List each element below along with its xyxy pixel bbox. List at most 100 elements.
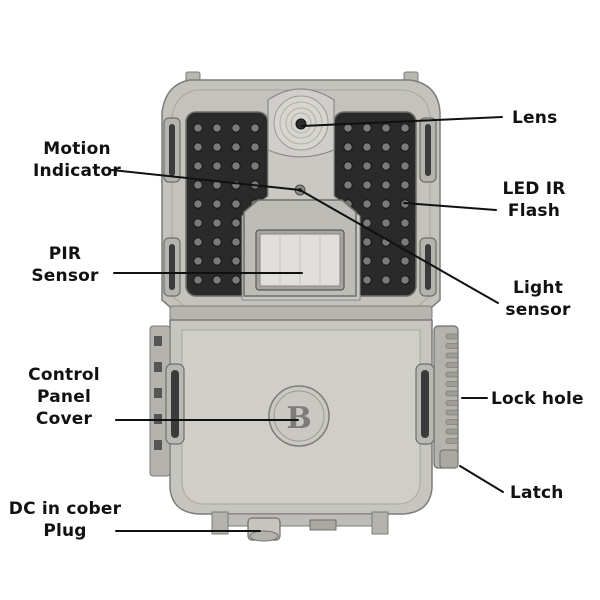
ir-led [381, 123, 391, 133]
latch-ridge [445, 371, 459, 378]
side-clip-mid-right-slot [425, 244, 431, 290]
ir-led [343, 161, 353, 171]
led-array-left [193, 123, 260, 285]
label-light-sensor: Light sensor [486, 277, 590, 321]
label-pir-sensor: PIR Sensor [22, 243, 108, 287]
side-clip-upper-left-slot [169, 124, 175, 176]
bottom-foot-right [371, 511, 389, 535]
svg-text:B: B [286, 401, 311, 436]
ir-led [250, 142, 260, 152]
leader-led-ir-flash [403, 202, 497, 211]
latch-ridge [445, 400, 459, 406]
latch-ridge [445, 390, 459, 397]
led-array-right [343, 123, 410, 285]
lens-ring-2 [279, 101, 323, 145]
label-motion-indicator: Motion Indicator [12, 138, 142, 182]
dc-plug [249, 530, 279, 542]
ir-led [250, 161, 260, 171]
latch-ridge [445, 352, 459, 359]
ir-led [231, 218, 241, 228]
label-motion-line2: Indicator [33, 161, 121, 181]
ir-led [193, 180, 203, 190]
ir-led [193, 142, 203, 152]
ir-led [343, 180, 353, 190]
label-latch: Latch [510, 482, 564, 504]
ir-led [362, 161, 372, 171]
label-lock-hole: Lock hole [491, 388, 584, 410]
ir-led [400, 237, 410, 247]
trail-camera: B [149, 71, 459, 542]
bottom-mount [211, 511, 389, 542]
latch-ridges [445, 333, 459, 444]
label-lens-text: Lens [512, 108, 558, 128]
leader-light-sensor [299, 189, 499, 304]
label-led-ir-flash: LED IR Flash [484, 178, 584, 222]
ir-led [362, 180, 372, 190]
latch-ridge [445, 381, 459, 387]
leader-lines [111, 116, 504, 532]
ir-led [362, 142, 372, 152]
label-dc-line2: Plug [43, 521, 87, 541]
ir-led [362, 256, 372, 266]
label-control-panel-cover: Control Panel Cover [18, 364, 110, 430]
leader-latch [459, 465, 504, 493]
ir-led [212, 275, 222, 285]
ir-led [400, 142, 410, 152]
leader-motion-indicator [111, 169, 301, 191]
latch [439, 449, 459, 469]
bushnell-b-logo-icon: B [268, 385, 330, 447]
ir-led [212, 161, 222, 171]
label-latch-text: Latch [510, 483, 564, 503]
ir-led [212, 199, 222, 209]
ir-led [231, 123, 241, 133]
ir-led [212, 218, 222, 228]
label-light-line1: Light [512, 278, 564, 298]
lock-hole [421, 370, 429, 438]
latch-ridge [445, 343, 459, 349]
ir-led [231, 161, 241, 171]
left-rail-notch-2 [154, 362, 162, 372]
ir-led [400, 218, 410, 228]
ir-led [362, 199, 372, 209]
label-lens: Lens [512, 107, 557, 129]
ir-led [362, 275, 372, 285]
tripod-mount [309, 519, 337, 531]
ir-led [193, 275, 203, 285]
ir-led [381, 161, 391, 171]
ir-led [212, 237, 222, 247]
ir-led [231, 256, 241, 266]
ir-led [231, 199, 241, 209]
left-rail-notch-1 [154, 336, 162, 346]
lens-ring-3 [285, 107, 317, 139]
leader-lens [301, 116, 503, 127]
right-latch-rail [433, 325, 459, 469]
ir-led [193, 256, 203, 266]
ir-led [400, 256, 410, 266]
latch-ridge [445, 333, 459, 340]
ir-led [400, 123, 410, 133]
label-led-line2: Flash [507, 201, 561, 221]
ir-led [212, 142, 222, 152]
label-dc-plug: DC in cober Plug [2, 498, 128, 542]
ir-led [193, 199, 203, 209]
ir-led [381, 218, 391, 228]
latch-ridge [445, 362, 459, 368]
ir-led [381, 142, 391, 152]
ir-led [400, 275, 410, 285]
ir-led [381, 256, 391, 266]
ir-led [381, 199, 391, 209]
latch-ridge [445, 438, 459, 444]
ir-led [400, 161, 410, 171]
side-clip-mid-left-slot [169, 244, 175, 290]
label-light-line2: sensor [505, 300, 571, 320]
label-pir-line2: Sensor [31, 266, 99, 286]
ir-led [231, 275, 241, 285]
ir-led [193, 218, 203, 228]
ir-led [362, 123, 372, 133]
side-clip-lower-left-slot [171, 370, 179, 438]
latch-ridge [445, 428, 459, 435]
label-cpc-line2: Panel [37, 387, 91, 407]
label-motion-line1: Motion [43, 139, 111, 159]
ir-led [212, 256, 222, 266]
